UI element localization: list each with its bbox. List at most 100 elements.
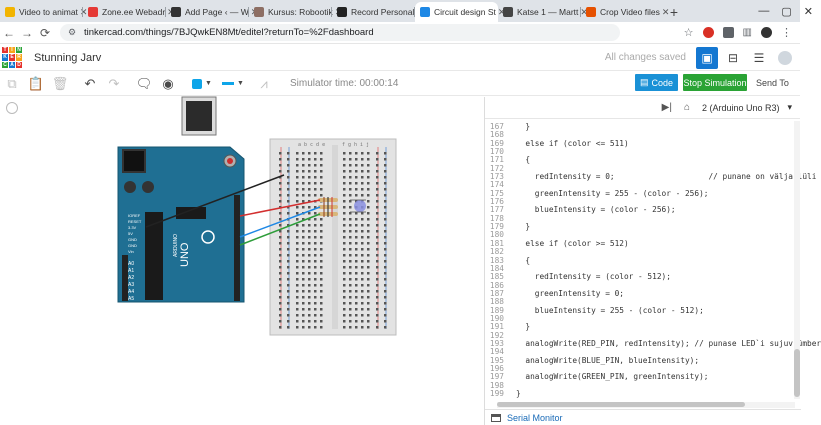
breadboard-hole[interactable]: [349, 260, 352, 263]
breadboard-hole[interactable]: [302, 236, 305, 239]
breadboard-hole[interactable]: [384, 236, 387, 239]
breadboard-hole[interactable]: [367, 212, 370, 215]
breadboard-hole[interactable]: [302, 272, 305, 275]
breadboard-hole[interactable]: [376, 326, 379, 329]
breadboard-hole[interactable]: [349, 236, 352, 239]
breadboard-hole[interactable]: [308, 296, 311, 299]
breadboard-hole[interactable]: [349, 158, 352, 161]
breadboard-hole[interactable]: [349, 284, 352, 287]
breadboard-hole[interactable]: [384, 290, 387, 293]
breadboard-hole[interactable]: [384, 194, 387, 197]
breadboard-hole[interactable]: [384, 314, 387, 317]
breadboard-hole[interactable]: [376, 164, 379, 167]
breadboard-hole[interactable]: [287, 272, 290, 275]
breadboard-hole[interactable]: [349, 224, 352, 227]
breadboard-hole[interactable]: [279, 290, 282, 293]
breadboard-hole[interactable]: [308, 164, 311, 167]
breadboard-hole[interactable]: [308, 218, 311, 221]
tab-close-icon[interactable]: ✕: [661, 6, 670, 17]
schematic-view-icon[interactable]: ⊟: [727, 50, 739, 65]
breadboard-hole[interactable]: [361, 278, 364, 281]
breadboard-hole[interactable]: [279, 272, 282, 275]
breadboard-hole[interactable]: [279, 284, 282, 287]
breadboard-hole[interactable]: [343, 260, 346, 263]
breadboard-hole[interactable]: [314, 218, 317, 221]
breadboard-hole[interactable]: [314, 212, 317, 215]
breadboard-hole[interactable]: [314, 206, 317, 209]
breadboard-hole[interactable]: [314, 314, 317, 317]
profile-avatar[interactable]: [761, 27, 772, 38]
breadboard-hole[interactable]: [367, 194, 370, 197]
breadboard-hole[interactable]: [308, 248, 311, 251]
breadboard-hole[interactable]: [343, 158, 346, 161]
breadboard-hole[interactable]: [308, 326, 311, 329]
breadboard-hole[interactable]: [320, 194, 323, 197]
breadboard-hole[interactable]: [384, 278, 387, 281]
breadboard-hole[interactable]: [384, 170, 387, 173]
breadboard-hole[interactable]: [384, 164, 387, 167]
breadboard-hole[interactable]: [287, 296, 290, 299]
breadboard-hole[interactable]: [384, 206, 387, 209]
breadboard-hole[interactable]: [367, 290, 370, 293]
breadboard-hole[interactable]: [279, 266, 282, 269]
breadboard-hole[interactable]: [302, 242, 305, 245]
breadboard-hole[interactable]: [355, 248, 358, 251]
breadboard-hole[interactable]: [308, 206, 311, 209]
breadboard-hole[interactable]: [296, 218, 299, 221]
breadboard-hole[interactable]: [320, 326, 323, 329]
breadboard-hole[interactable]: [302, 194, 305, 197]
breadboard-hole[interactable]: [376, 170, 379, 173]
breadboard-hole[interactable]: [302, 254, 305, 257]
breadboard-hole[interactable]: [308, 266, 311, 269]
zoom-to-fit-icon[interactable]: [6, 102, 18, 114]
breadboard-hole[interactable]: [314, 260, 317, 263]
breadboard-hole[interactable]: [314, 152, 317, 155]
breadboard-hole[interactable]: [349, 164, 352, 167]
serial-monitor-bar[interactable]: Serial Monitor: [485, 409, 801, 425]
breadboard-hole[interactable]: [361, 218, 364, 221]
breadboard-hole[interactable]: [349, 266, 352, 269]
breadboard-hole[interactable]: [314, 284, 317, 287]
breadboard-hole[interactable]: [287, 188, 290, 191]
breadboard-hole[interactable]: [355, 236, 358, 239]
breadboard-hole[interactable]: [314, 164, 317, 167]
breadboard-hole[interactable]: [287, 308, 290, 311]
breadboard-hole[interactable]: [384, 212, 387, 215]
breadboard-hole[interactable]: [343, 296, 346, 299]
breadboard-hole[interactable]: [376, 218, 379, 221]
breadboard-hole[interactable]: [343, 224, 346, 227]
breadboard-hole[interactable]: [302, 200, 305, 203]
breadboard-hole[interactable]: [308, 272, 311, 275]
breadboard-hole[interactable]: [349, 218, 352, 221]
delete-icon[interactable]: 🗑: [51, 75, 69, 91]
breadboard-hole[interactable]: [343, 284, 346, 287]
breadboard-hole[interactable]: [349, 296, 352, 299]
breadboard-hole[interactable]: [361, 164, 364, 167]
breadboard-hole[interactable]: [384, 188, 387, 191]
breadboard-hole[interactable]: [287, 176, 290, 179]
breadboard-hole[interactable]: [308, 320, 311, 323]
breadboard-hole[interactable]: [361, 182, 364, 185]
breadboard-hole[interactable]: [279, 242, 282, 245]
breadboard-hole[interactable]: [367, 260, 370, 263]
breadboard-hole[interactable]: [279, 248, 282, 251]
wire-type-picker[interactable]: ▼: [222, 80, 246, 87]
breadboard-hole[interactable]: [320, 296, 323, 299]
breadboard-hole[interactable]: [302, 218, 305, 221]
breadboard-hole[interactable]: [314, 248, 317, 251]
breadboard-hole[interactable]: [296, 200, 299, 203]
breadboard-hole[interactable]: [376, 224, 379, 227]
breadboard-hole[interactable]: [320, 218, 323, 221]
breadboard-hole[interactable]: [355, 158, 358, 161]
breadboard-hole[interactable]: [308, 254, 311, 257]
breadboard-hole[interactable]: [367, 254, 370, 257]
breadboard-hole[interactable]: [367, 218, 370, 221]
breadboard-hole[interactable]: [296, 230, 299, 233]
breadboard-hole[interactable]: [302, 284, 305, 287]
breadboard-hole[interactable]: [361, 326, 364, 329]
breadboard-hole[interactable]: [279, 278, 282, 281]
breadboard-hole[interactable]: [279, 260, 282, 263]
breadboard-hole[interactable]: [343, 200, 346, 203]
breadboard-hole[interactable]: [343, 218, 346, 221]
